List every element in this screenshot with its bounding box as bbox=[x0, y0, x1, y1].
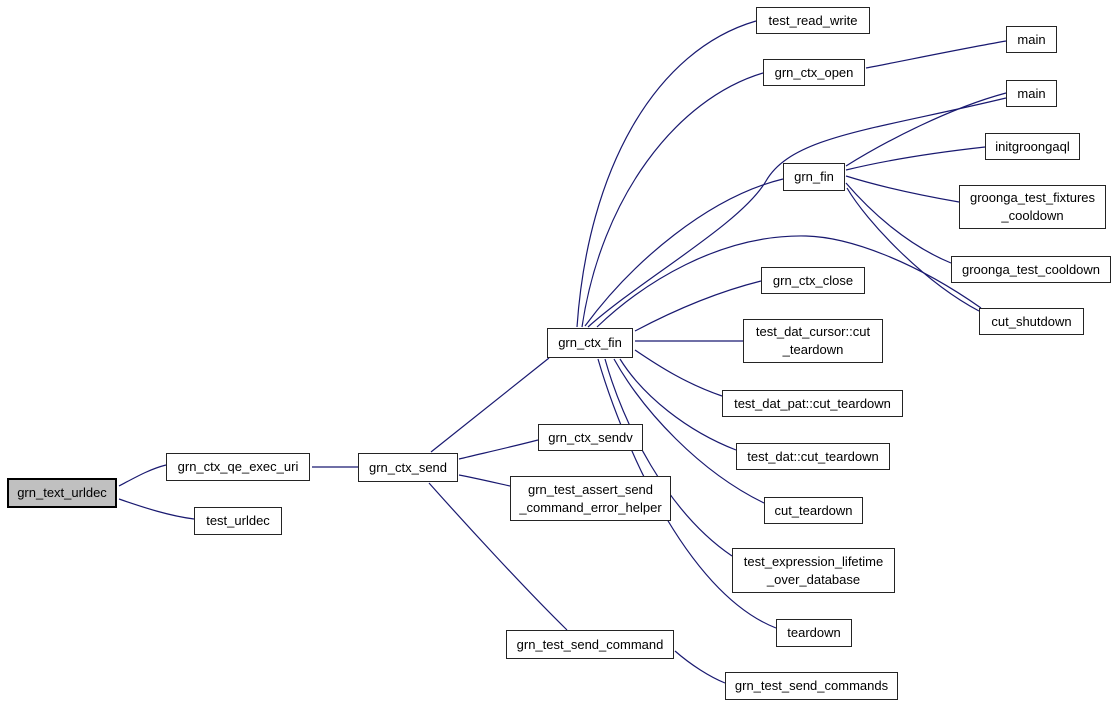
edge-grn_ctx_close-to-grn_ctx_fin bbox=[634, 280, 762, 332]
node-grn_test_assert_send_command_error_helper[interactable]: grn_test_assert_send _command_error_helpe… bbox=[510, 476, 671, 521]
node-label: grn_ctx_send bbox=[368, 459, 448, 475]
edge-test_expression_lifetime_over_database-to-grn_ctx_fin bbox=[604, 358, 733, 557]
node-label: _command_error_helper bbox=[519, 499, 662, 515]
edge-grn_test_send_command-to-grn_ctx_send bbox=[428, 482, 568, 631]
node-label: grn_ctx_close bbox=[772, 272, 854, 288]
node-label: grn_ctx_fin bbox=[558, 335, 622, 351]
node-initgroongaql[interactable]: initgroongaql bbox=[985, 133, 1080, 160]
node-grn_ctx_fin[interactable]: grn_ctx_fin bbox=[547, 328, 633, 358]
node-grn_ctx_qe_exec_uri[interactable]: grn_ctx_qe_exec_uri bbox=[166, 453, 310, 481]
node-label: grn_test_send_command bbox=[516, 636, 664, 652]
node-label: test_dat_cursor::cut bbox=[755, 324, 871, 340]
edge-test_read_write-to-grn_ctx_fin bbox=[576, 20, 757, 328]
node-grn_ctx_close[interactable]: grn_ctx_close bbox=[761, 267, 865, 294]
edge-grn_ctx_open-to-grn_ctx_fin bbox=[581, 72, 764, 328]
node-test_dat_pat_cut_teardown[interactable]: test_dat_pat::cut_teardown bbox=[722, 390, 903, 417]
edge-grn_ctx_fin-to-grn_ctx_send bbox=[430, 357, 550, 453]
node-label: cut_shutdown bbox=[991, 313, 1072, 329]
node-label: test_read_write bbox=[768, 12, 858, 28]
edge-main_2-to-grn_ctx_fin bbox=[587, 97, 1007, 328]
edge-main_1-to-grn_ctx_open bbox=[865, 40, 1007, 69]
node-label: main bbox=[1017, 31, 1046, 47]
node-label: groonga_test_fixtures bbox=[969, 190, 1096, 206]
node-label: grn_fin bbox=[794, 169, 834, 185]
node-test_dat_cursor_cut_teardown[interactable]: test_dat_cursor::cut_teardown bbox=[743, 319, 883, 363]
node-grn_ctx_open[interactable]: grn_ctx_open bbox=[763, 59, 865, 86]
node-test_read_write[interactable]: test_read_write bbox=[756, 7, 870, 34]
edge-initgroongaql-to-grn_fin bbox=[845, 146, 986, 171]
node-label: test_expression_lifetime bbox=[743, 553, 884, 569]
node-label: grn_test_assert_send bbox=[527, 481, 654, 497]
node-test_expression_lifetime_over_database[interactable]: test_expression_lifetime _over_database bbox=[732, 548, 895, 593]
node-grn_test_send_command[interactable]: grn_test_send_command bbox=[506, 630, 674, 659]
edge-grn_ctx_sendv-to-grn_ctx_send bbox=[458, 439, 539, 460]
node-label: teardown bbox=[787, 625, 841, 641]
node-grn_ctx_sendv[interactable]: grn_ctx_sendv bbox=[538, 424, 643, 451]
node-label: main bbox=[1017, 85, 1046, 101]
node-main_1[interactable]: main bbox=[1006, 26, 1057, 53]
node-cut_teardown[interactable]: cut_teardown bbox=[764, 497, 863, 524]
edge-cut_shutdown-to-grn_fin bbox=[846, 187, 980, 312]
edge-grn_ctx_qe_exec_uri-to-grn_text_urldec bbox=[118, 464, 167, 487]
node-label: grn_text_urldec bbox=[17, 485, 107, 501]
node-groonga_test_fixtures_cooldown[interactable]: groonga_test_fixtures _cooldown bbox=[959, 185, 1106, 229]
edge-grn_test_assert_send_command_error_helper-to-grn_ctx_send bbox=[458, 474, 511, 487]
edge-grn_test_send_commands-to-grn_test_send_command bbox=[674, 650, 726, 684]
node-grn_ctx_send[interactable]: grn_ctx_send bbox=[358, 453, 458, 482]
node-label: test_dat_pat::cut_teardown bbox=[734, 395, 891, 411]
node-label: initgroongaql bbox=[995, 138, 1070, 154]
node-main_2[interactable]: main bbox=[1006, 80, 1057, 107]
node-groonga_test_cooldown[interactable]: groonga_test_cooldown bbox=[951, 256, 1111, 283]
node-label: groonga_test_cooldown bbox=[961, 261, 1101, 277]
node-label: test_urldec bbox=[206, 513, 270, 529]
edge-test_dat_pat_cut_teardown-to-grn_ctx_fin bbox=[634, 349, 723, 397]
node-grn_test_send_commands[interactable]: grn_test_send_commands bbox=[725, 672, 898, 700]
node-test_dat_cut_teardown[interactable]: test_dat::cut_teardown bbox=[736, 443, 890, 470]
node-label: _teardown bbox=[782, 342, 844, 357]
node-test_urldec[interactable]: test_urldec bbox=[194, 507, 282, 535]
edge-main_2-to-grn_fin bbox=[845, 92, 1007, 167]
edge-cut_teardown-to-grn_ctx_fin bbox=[613, 358, 765, 504]
edge-test_dat_cut_teardown-to-grn_ctx_fin bbox=[619, 358, 737, 451]
node-label: grn_ctx_open bbox=[774, 64, 854, 80]
node-label: test_dat::cut_teardown bbox=[747, 448, 879, 464]
node-teardown[interactable]: teardown bbox=[776, 619, 852, 647]
node-cut_shutdown[interactable]: cut_shutdown bbox=[979, 308, 1084, 335]
edge-groonga_test_fixtures_cooldown-to-grn_fin bbox=[845, 175, 960, 203]
node-label: _over_database bbox=[766, 571, 861, 587]
node-label: cut_teardown bbox=[774, 502, 853, 518]
node-label: grn_ctx_qe_exec_uri bbox=[177, 459, 299, 475]
edge-groonga_test_cooldown-to-grn_fin bbox=[845, 182, 952, 264]
node-label: _cooldown bbox=[1001, 208, 1064, 223]
edge-cut_shutdown-to-grn_ctx_fin bbox=[596, 235, 982, 328]
node-grn_fin[interactable]: grn_fin bbox=[783, 163, 845, 191]
node-grn_text_urldec: grn_text_urldec bbox=[7, 478, 117, 508]
node-label: grn_ctx_sendv bbox=[548, 429, 633, 445]
node-label: grn_test_send_commands bbox=[734, 678, 889, 694]
edge-grn_fin-to-grn_ctx_fin bbox=[584, 178, 784, 327]
edge-test_urldec-to-grn_text_urldec bbox=[118, 498, 195, 520]
